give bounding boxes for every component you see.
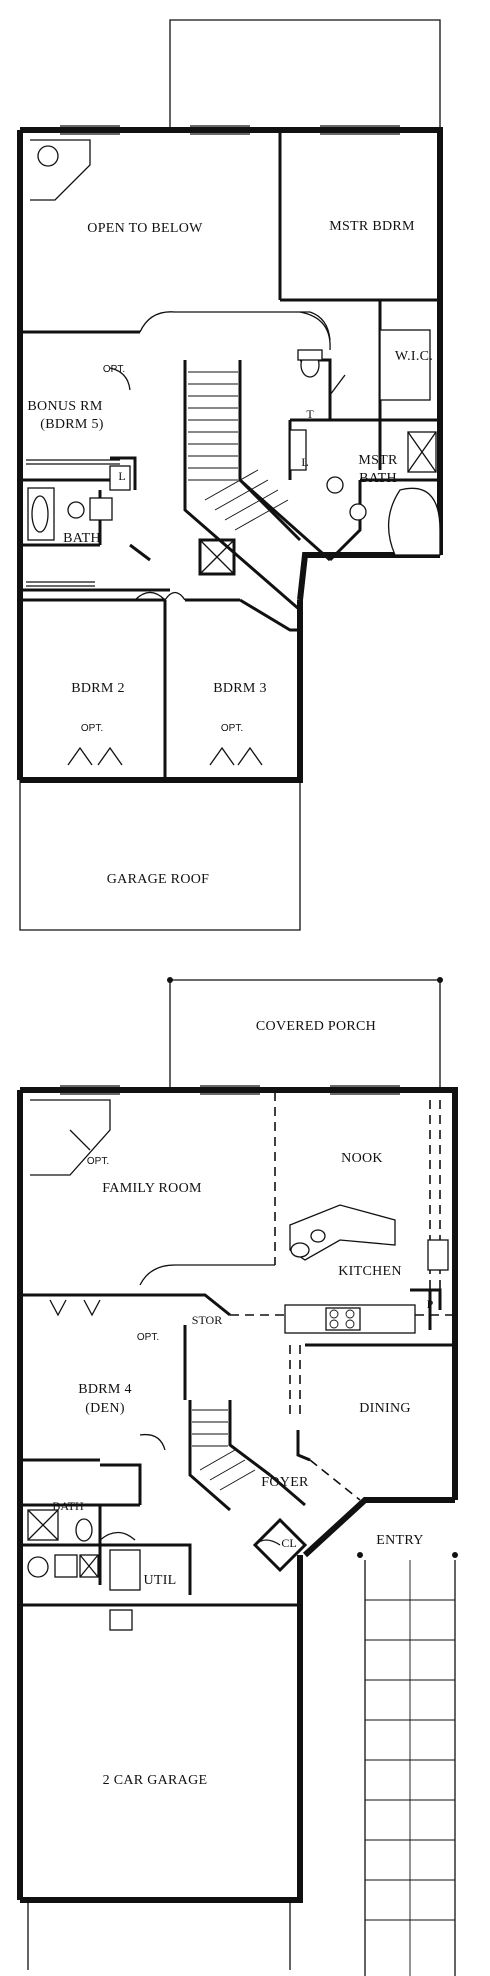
label-bath: BATH (63, 531, 101, 546)
label-cl: CL (281, 1536, 296, 1550)
lower-floor-labels: COVERED PORCH NOOK OPT. FAMILY ROOM KITC… (52, 1019, 433, 1788)
lower-exterior-walls (17, 1085, 458, 1903)
label-mstr-bath-2: BATH (359, 471, 397, 486)
label-bath-lower: BATH (52, 1499, 84, 1513)
label-mstr-bdrm: MSTR BDRM (329, 219, 415, 234)
label-bonus-rm: BONUS RM (27, 399, 102, 414)
upper-floor-labels: OPEN TO BELOW MSTR BDRM W.I.C. OPT. BONU… (27, 219, 433, 887)
label-nook: NOOK (341, 1151, 383, 1166)
label-t: T (306, 407, 314, 421)
lower-interior-walls (20, 1092, 458, 1976)
label-opt-family: OPT. (87, 1156, 109, 1167)
label-bdrm4: BDRM 4 (78, 1382, 132, 1397)
label-mstr-bath-1: MSTR (358, 453, 398, 468)
label-wic: W.I.C. (395, 349, 433, 364)
label-garage-roof: GARAGE ROOF (107, 872, 209, 887)
label-entry: ENTRY (376, 1533, 423, 1548)
label-foyer: FOYER (261, 1475, 309, 1490)
upper-floor-plan: OPEN TO BELOW MSTR BDRM W.I.C. OPT. BONU… (17, 19, 443, 931)
label-covered-porch: COVERED PORCH (256, 1019, 376, 1034)
label-bdrm3: BDRM 3 (213, 681, 267, 696)
label-util: UTIL (143, 1573, 176, 1588)
upper-balcony (169, 19, 441, 130)
label-kitchen: KITCHEN (338, 1264, 402, 1279)
label-opt-bonus: OPT. (103, 364, 125, 375)
label-den: (DEN) (85, 1401, 125, 1416)
label-2-car-garage: 2 CAR GARAGE (103, 1773, 208, 1788)
label-l-linen: L (301, 455, 308, 469)
label-open-to-below: OPEN TO BELOW (87, 221, 203, 236)
label-p: P (427, 1297, 434, 1311)
label-dining: DINING (359, 1401, 411, 1416)
label-bdrm2: BDRM 2 (71, 681, 125, 696)
label-opt-bdrm2: OPT. (81, 723, 103, 734)
label-opt-bdrm4: OPT. (137, 1332, 159, 1343)
label-l-laundry: L (118, 469, 125, 483)
label-bdrm5: (BDRM 5) (40, 417, 103, 432)
label-opt-bdrm3: OPT. (221, 723, 243, 734)
garage-roof (19, 780, 301, 931)
lower-floor-plan: COVERED PORCH NOOK OPT. FAMILY ROOM KITC… (17, 977, 458, 1976)
upper-interior-walls (20, 130, 441, 780)
covered-porch (167, 977, 443, 1088)
label-family-room: FAMILY ROOM (102, 1181, 202, 1196)
label-stor: STOR (192, 1313, 222, 1327)
